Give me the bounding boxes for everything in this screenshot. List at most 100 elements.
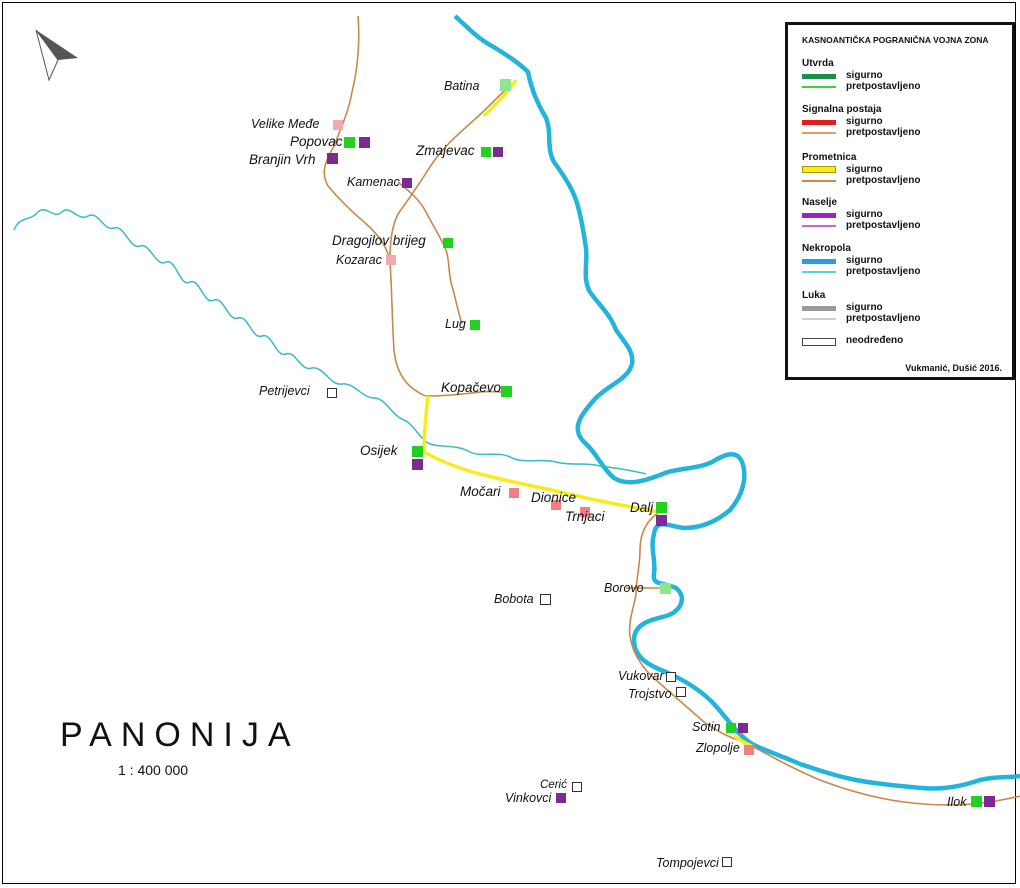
- trnjaci-signal-marker[interactable]: [580, 507, 590, 517]
- place-label-trojstvo: Trojstvo: [628, 687, 672, 701]
- place-label-branjin-vrh: Branjin Vrh: [249, 152, 316, 167]
- place-label-vukovar: Vukovar: [618, 669, 664, 683]
- place-label-tompojevci: Tompojevci: [656, 856, 719, 870]
- danube-river: [453, 14, 1020, 791]
- zmajevac-settlement-marker[interactable]: [493, 147, 503, 157]
- legend-swatch-road-presumed: [802, 180, 836, 182]
- branjin-vrh-settlement-marker[interactable]: [327, 153, 338, 164]
- kopacevo-fort-marker[interactable]: [501, 386, 512, 397]
- place-label-batina: Batina: [444, 79, 480, 93]
- legend-item-signal-certain: sigurno: [846, 116, 883, 127]
- legend-credit: Vukmanić, Dušić 2016.: [905, 363, 1002, 373]
- legend-swatch-signal-presumed: [802, 132, 836, 134]
- trojstvo-undetermined-marker[interactable]: [676, 687, 686, 697]
- legend-swatch-fort-presumed: [802, 86, 836, 88]
- dragojlov-brijeg-fort-marker[interactable]: [443, 238, 453, 248]
- legend-title: KASNOANTIČKA POGRANIČNA VOJNA ZONA: [802, 35, 989, 45]
- ceric-undetermined-marker[interactable]: [572, 782, 582, 792]
- legend-item-necropolis-certain: sigurno: [846, 255, 883, 266]
- place-label-zmajevac: Zmajevac: [416, 143, 475, 158]
- legend-item-fort-certain: sigurno: [846, 70, 883, 81]
- legend-item-fort-presumed: pretpostavljeno: [846, 81, 921, 92]
- legend-item-road-presumed: pretpostavljeno: [846, 175, 921, 186]
- legend-swatch-road-certain: [802, 166, 836, 173]
- tompojevci-undetermined-marker[interactable]: [722, 857, 732, 867]
- legend-item-settlement-certain: sigurno: [846, 209, 883, 220]
- legend-swatch-undetermined: [802, 338, 836, 346]
- sotin-fort-marker[interactable]: [726, 723, 736, 733]
- place-label-velike-mede: Velike Međe: [251, 117, 320, 131]
- legend-group-signal: Signalna postaja: [802, 104, 882, 115]
- place-label-dalj: Dalj: [630, 500, 654, 515]
- dalj-fort-marker[interactable]: [656, 502, 667, 513]
- place-label-lug: Lug: [445, 317, 466, 331]
- presumed-roads: [323, 15, 1020, 806]
- bobota-undetermined-marker[interactable]: [540, 594, 551, 605]
- place-label-trnjaci: Trnjaci: [565, 509, 605, 524]
- borovo-fort-marker[interactable]: [660, 583, 671, 594]
- place-label-dionice: Dionice: [531, 490, 577, 505]
- velike-mede-signal-marker[interactable]: [333, 120, 343, 130]
- legend-group-settlement: Naselje: [802, 197, 838, 208]
- kamenac-settlement-marker[interactable]: [402, 178, 412, 188]
- legend-swatch-port-presumed: [802, 318, 836, 320]
- petrijevci-undetermined-marker[interactable]: [327, 388, 337, 398]
- legend-swatch-settlement-presumed: [802, 225, 836, 227]
- place-label-kozarac: Kozarac: [336, 253, 382, 267]
- ilok-settlement-marker[interactable]: [984, 796, 995, 807]
- vukovar-undetermined-marker[interactable]: [666, 672, 676, 682]
- certain-roads: [422, 78, 753, 748]
- legend-item-port-presumed: pretpostavljeno: [846, 313, 921, 324]
- place-label-kopacevo: Kopačevo: [441, 380, 502, 395]
- place-label-ilok: Ilok: [947, 795, 967, 809]
- zmajevac-fort-marker[interactable]: [481, 147, 491, 157]
- legend-group-necropolis: Nekropola: [802, 243, 851, 254]
- north-arrow-icon: [35, 29, 78, 82]
- place-label-mocari: Močari: [460, 484, 501, 499]
- ilok-fort-marker[interactable]: [971, 796, 982, 807]
- legend-item-settlement-presumed: pretpostavljeno: [846, 220, 921, 231]
- legend-swatch-fort-certain: [802, 74, 836, 79]
- mocari-signal-marker[interactable]: [509, 488, 519, 498]
- map-title: PANONIJA: [60, 716, 300, 754]
- legend-swatch-necropolis-certain: [802, 259, 836, 264]
- legend-item-signal-presumed: pretpostavljeno: [846, 127, 921, 138]
- legend-item-undetermined: neodređeno: [846, 335, 904, 346]
- legend-item-port-certain: sigurno: [846, 302, 883, 313]
- sotin-settlement-marker[interactable]: [738, 723, 748, 733]
- legend-swatch-signal-certain: [802, 120, 836, 125]
- legend-item-necropolis-presumed: pretpostavljeno: [846, 266, 921, 277]
- legend-group-port: Luka: [802, 290, 826, 301]
- place-label-vinkovci: Vinkovci: [505, 791, 552, 805]
- lug-fort-marker[interactable]: [470, 320, 480, 330]
- place-label-bobota: Bobota: [494, 592, 534, 606]
- map-legend: KASNOANTIČKA POGRANIČNA VOJNA ZONA Utvrd…: [785, 22, 1015, 380]
- dionice-signal-marker[interactable]: [551, 500, 561, 510]
- osijek-settlement-marker[interactable]: [412, 459, 423, 470]
- legend-item-road-certain: sigurno: [846, 164, 883, 175]
- zlopolje-signal-marker[interactable]: [744, 745, 754, 755]
- popovac-settlement-marker[interactable]: [359, 137, 370, 148]
- map-scale: 1 : 400 000: [118, 762, 189, 778]
- dalj-settlement-marker[interactable]: [656, 515, 667, 526]
- legend-group-road: Prometnica: [802, 152, 857, 163]
- vinkovci-settlement-marker[interactable]: [556, 793, 566, 803]
- place-label-kamenac: Kamenac: [347, 175, 400, 189]
- place-label-petrijevci: Petrijevci: [259, 384, 310, 398]
- drava-river: [13, 209, 647, 475]
- osijek-fort-marker[interactable]: [412, 446, 423, 457]
- place-label-borovo: Borovo: [604, 581, 644, 595]
- place-label-ceric: Cerić: [540, 779, 567, 791]
- legend-swatch-settlement-certain: [802, 213, 836, 218]
- legend-swatch-port-certain: [802, 306, 836, 311]
- place-label-dragojlov-brijeg: Dragojlov brijeg: [332, 233, 426, 248]
- legend-swatch-necropolis-presumed: [802, 271, 836, 273]
- legend-group-fort: Utvrda: [802, 58, 834, 69]
- kozarac-signal-marker[interactable]: [386, 255, 396, 265]
- batina-fort-marker[interactable]: [500, 79, 511, 91]
- popovac-fort-marker[interactable]: [344, 137, 355, 148]
- place-label-sotin: Sotin: [692, 720, 721, 734]
- place-label-osijek: Osijek: [360, 443, 398, 458]
